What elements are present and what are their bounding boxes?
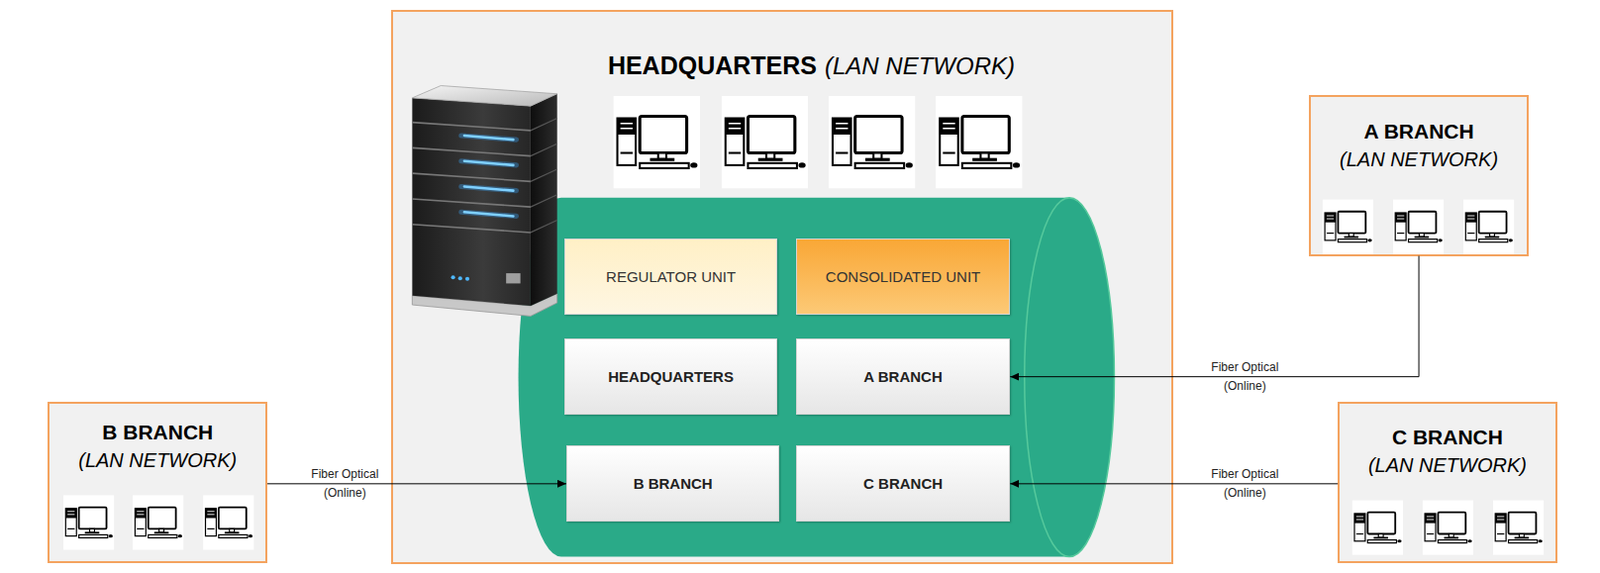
text-group: B BRANCH — [567, 475, 779, 494]
text-group: HEADQUARTERS — [565, 368, 777, 387]
node-title: A BRANCH — [1310, 116, 1527, 146]
node-subtitle: (LAN NETWORK) — [1339, 451, 1556, 481]
text-group: REGULATOR UNIT — [565, 268, 777, 287]
node-title: A BRANCH — [797, 368, 1009, 387]
node-subtitle: (LAN NETWORK) — [1310, 145, 1527, 175]
text-group: A BRANCH — [797, 368, 1009, 387]
regulator-unit-box: REGULATOR UNIT — [564, 238, 778, 315]
node-title: CONSOLIDATED UNIT — [797, 268, 1009, 287]
text-group: C BRANCH(LAN NETWORK) — [1339, 403, 1556, 482]
text-group: HEADQUARTERS(LAN NETWORK) — [393, 11, 1172, 82]
node-title: B BRANCH — [49, 417, 266, 447]
edge-label: Fiber Optical (Online) — [1199, 358, 1291, 397]
consolidated-unit-box: CONSOLIDATED UNIT — [796, 238, 1010, 315]
node-title: HEADQUARTERS — [565, 368, 777, 387]
data-unit-box: A BRANCH — [796, 338, 1010, 415]
node-title: C BRANCH — [797, 475, 1009, 494]
data-unit-box: C BRANCH — [796, 445, 1010, 522]
branch-network-box: A BRANCH(LAN NETWORK) — [1308, 95, 1529, 257]
data-unit-box: HEADQUARTERS — [564, 338, 778, 415]
node-title: B BRANCH — [567, 475, 779, 494]
data-unit-box: B BRANCH — [566, 445, 780, 522]
headquarters-network-box: HEADQUARTERS(LAN NETWORK)REGULATOR UNITC… — [391, 9, 1174, 564]
branch-network-box: B BRANCH(LAN NETWORK) — [47, 401, 268, 564]
text-group: B BRANCH(LAN NETWORK) — [49, 403, 266, 476]
node-subtitle: (LAN NETWORK) — [49, 446, 266, 476]
node-title: C BRANCH — [1339, 422, 1556, 452]
edge-label: Fiber Optical (Online) — [299, 465, 391, 503]
node-title: REGULATOR UNIT — [565, 268, 777, 287]
node-title: HEADQUARTERS — [607, 51, 817, 80]
text-group: A BRANCH(LAN NETWORK) — [1310, 97, 1527, 176]
branch-network-box: C BRANCH(LAN NETWORK) — [1337, 401, 1558, 564]
edge-label: Fiber Optical (Online) — [1199, 465, 1291, 503]
node-subtitle: (LAN NETWORK) — [824, 52, 1015, 80]
text-group: C BRANCH — [797, 475, 1009, 494]
text-group: CONSOLIDATED UNIT — [797, 268, 1009, 287]
